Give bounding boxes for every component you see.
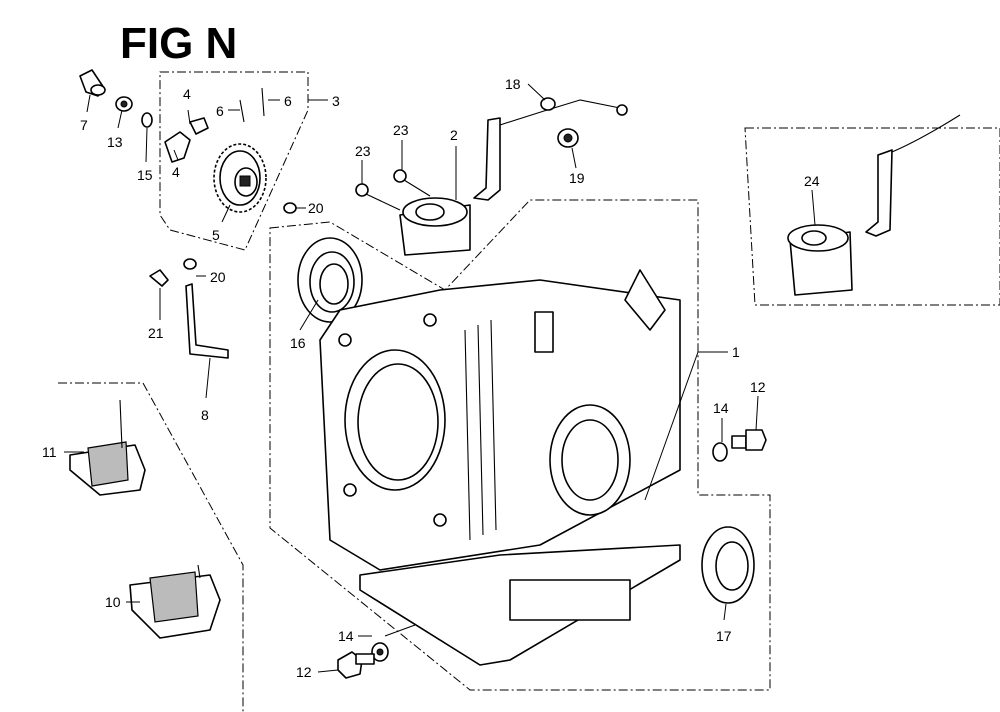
oil-pump-group-frame [159, 71, 309, 251]
part-14-washer-b [371, 642, 389, 662]
part-23-bolt-b [355, 183, 401, 211]
callout-12: 12 [750, 379, 766, 395]
part-7-cap [79, 69, 106, 97]
callout-8: 8 [201, 407, 209, 423]
part-4-rotor [164, 117, 209, 163]
part-8-tube [185, 283, 229, 359]
callout-14: 14 [713, 400, 729, 416]
part-12-bolt-b [337, 651, 375, 679]
callout-18: 18 [505, 76, 521, 92]
callout-13: 13 [107, 134, 123, 150]
callout-12: 12 [296, 664, 312, 680]
callout-24: 24 [804, 173, 820, 189]
callout-6: 6 [284, 93, 292, 109]
part-20-washer-a [283, 202, 297, 214]
callout-1: 1 [732, 344, 740, 360]
part-6-pins [239, 87, 265, 123]
callout-17: 17 [716, 628, 732, 644]
callout-2: 2 [450, 127, 458, 143]
callout-20: 20 [210, 269, 226, 285]
crankcase-group-frame [269, 199, 771, 691]
part-24-oil-sensor [787, 114, 961, 296]
oil-sensor-group-frame [744, 127, 1000, 306]
part-14-washer-a [712, 442, 728, 462]
callout-5: 5 [212, 227, 220, 243]
part-2-oil-sensor [399, 117, 501, 256]
leader-lines [64, 83, 816, 673]
part-1-crankcase [319, 269, 681, 666]
callout-15: 15 [137, 167, 153, 183]
callout-11: 11 [42, 444, 57, 460]
callout-23: 23 [393, 122, 409, 138]
part-21-clip [149, 269, 169, 287]
callout-10: 10 [105, 594, 121, 610]
part-23-bolt-a [393, 169, 431, 197]
part-13-nut [115, 96, 133, 112]
part-12-bolt-a [731, 429, 767, 451]
callout-21: 21 [148, 325, 164, 341]
part-16-bearing [297, 237, 363, 323]
part-19-nut [557, 128, 579, 148]
callout-4: 4 [183, 86, 191, 102]
part-20-washer-b [183, 258, 197, 270]
mount-group-frame [58, 382, 244, 712]
part-18-wire [499, 97, 628, 126]
part-17-oil-seal [701, 526, 755, 604]
callout-4: 4 [172, 164, 180, 180]
figure-title: FIG N [120, 19, 237, 68]
callout-23: 23 [355, 143, 371, 159]
part-5-gear [213, 143, 267, 213]
callout-20: 20 [308, 200, 324, 216]
callout-16: 16 [290, 335, 306, 351]
callout-3: 3 [332, 93, 340, 109]
callout-19: 19 [569, 170, 585, 186]
callout-7: 7 [80, 117, 88, 133]
part-15-washer [141, 112, 153, 128]
callout-6: 6 [216, 103, 224, 119]
part-11-mount [69, 399, 146, 496]
callout-14: 14 [338, 628, 354, 644]
part-10-mount [129, 564, 221, 639]
